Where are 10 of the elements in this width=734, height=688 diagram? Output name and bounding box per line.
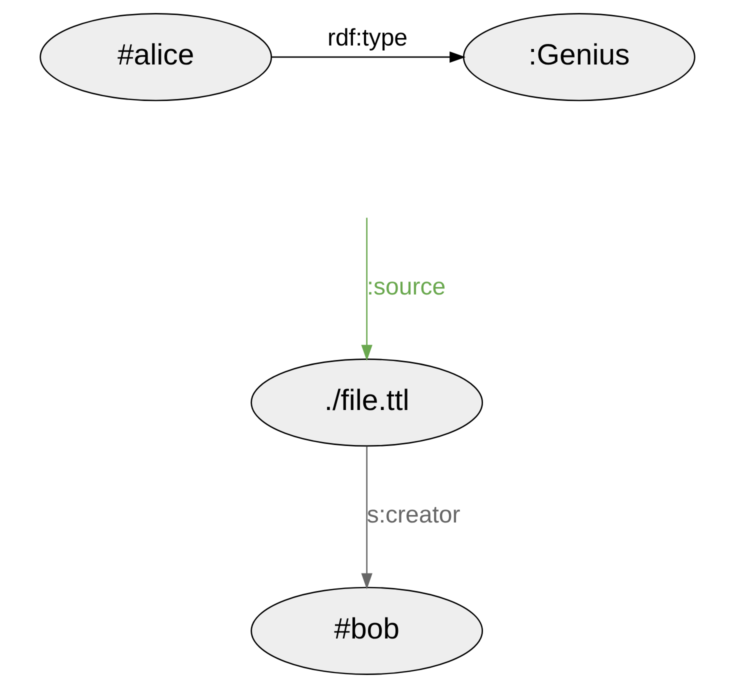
node-ellipse: #alice <box>39 13 272 102</box>
node-ellipse: #bob <box>250 586 482 675</box>
edge-label: rdf:type <box>326 24 408 52</box>
edge-label: s:creator <box>366 502 460 529</box>
edge-label: :source <box>366 273 446 300</box>
node-ellipse: ./file.ttl <box>250 358 482 447</box>
arrow <box>360 446 372 590</box>
arrow <box>271 51 466 63</box>
arrow <box>360 218 372 361</box>
node-ellipse: :Genius <box>462 13 695 102</box>
